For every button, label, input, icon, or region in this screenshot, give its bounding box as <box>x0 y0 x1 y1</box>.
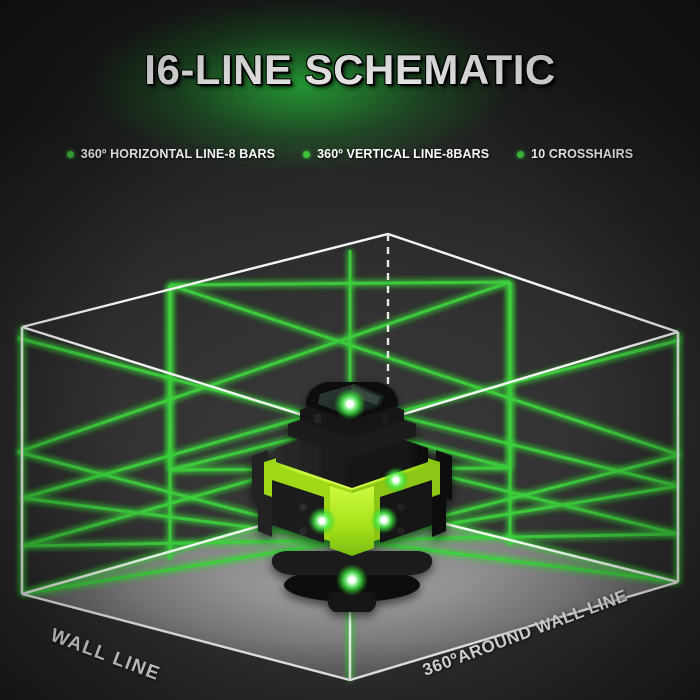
page-title: I6-LINE SCHEMATIC <box>144 46 556 93</box>
bullet-dot-icon <box>66 150 74 158</box>
bullet-dot-icon <box>303 150 311 158</box>
feature-label: 360º VERTICAL LINE-8BARS <box>317 147 490 161</box>
feature-item-crosshairs: 10 CROSSHAIRS <box>517 147 633 161</box>
feature-list: 360º HORIZONTAL LINE-8 BARS 360º VERTICA… <box>0 147 700 161</box>
feature-label: 10 CROSSHAIRS <box>531 147 634 161</box>
feature-item-horizontal: 360º HORIZONTAL LINE-8 BARS <box>66 147 276 161</box>
bullet-dot-icon <box>517 150 525 158</box>
feature-item-vertical: 360º VERTICAL LINE-8BARS <box>303 147 489 161</box>
feature-label: 360º HORIZONTAL LINE-8 BARS <box>80 147 276 161</box>
